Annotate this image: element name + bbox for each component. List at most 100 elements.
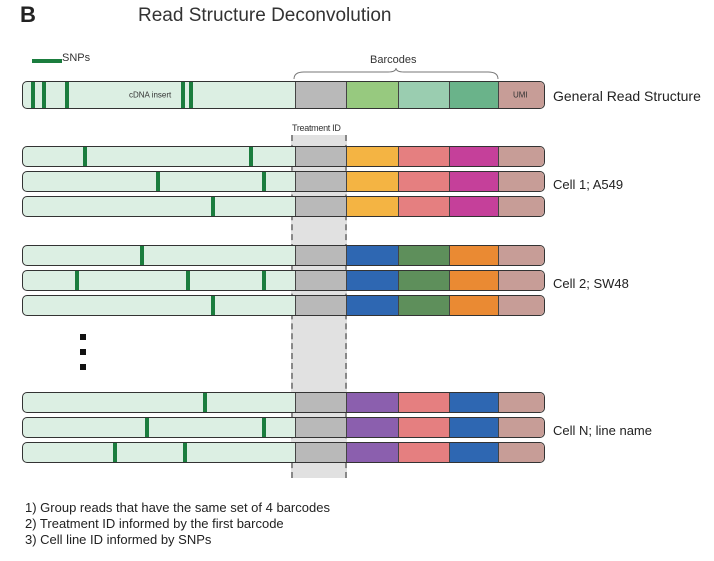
treatment-barcode-segment: [295, 296, 346, 315]
cell-read-bar: [22, 196, 545, 217]
barcode-segment: [398, 82, 449, 108]
snp-marker: [139, 246, 144, 265]
umi-segment: [498, 147, 544, 166]
barcode-segment: [346, 443, 398, 462]
umi-segment: UMI: [498, 82, 544, 108]
snp-marker: [210, 296, 215, 315]
snp-marker: [180, 82, 185, 108]
snp-marker: [183, 443, 188, 462]
barcode-segment: [346, 147, 398, 166]
snp-legend-label: SNPs: [62, 52, 91, 64]
treatment-barcode-segment: [295, 443, 346, 462]
barcode-segment: [398, 443, 449, 462]
snp-marker: [262, 271, 267, 290]
cell-read-bar: [22, 245, 545, 266]
barcode-segment: [398, 197, 449, 216]
barcode-segment: [398, 393, 449, 412]
barcode-segment: [346, 172, 398, 191]
treatment-barcode-segment: [295, 197, 346, 216]
note-item: 2) Treatment ID informed by the first ba…: [25, 516, 284, 531]
barcode-segment: [398, 271, 449, 290]
snp-marker: [42, 82, 47, 108]
umi-segment: [498, 296, 544, 315]
cell-read-bar: [22, 171, 545, 192]
snp-marker: [74, 271, 79, 290]
snp-marker: [31, 82, 36, 108]
cell-read-bar: [22, 417, 545, 438]
barcode-segment: [346, 197, 398, 216]
barcode-segment: [398, 418, 449, 437]
barcode-segment: [449, 418, 498, 437]
umi-segment: [498, 418, 544, 437]
treatment-barcode-segment: [295, 271, 346, 290]
barcode-segment: [346, 246, 398, 265]
cell-read-bar: [22, 392, 545, 413]
cell-read-bar: [22, 146, 545, 167]
barcode-segment: [398, 246, 449, 265]
umi-segment: [498, 271, 544, 290]
umi-segment: [498, 172, 544, 191]
panel-letter: B: [20, 2, 36, 27]
treatment-barcode-segment: [295, 246, 346, 265]
cell-group-label: Cell N; line name: [553, 423, 652, 438]
cell-read-bar: [22, 442, 545, 463]
treatment-barcode-segment: [295, 82, 346, 108]
snp-marker: [248, 147, 253, 166]
barcode-segment: [346, 393, 398, 412]
snp-marker: [188, 82, 193, 108]
snp-marker: [262, 172, 267, 191]
cell-group-label: Cell 2; SW48: [553, 276, 629, 291]
barcode-segment: [449, 271, 498, 290]
barcode-segment: [398, 147, 449, 166]
barcode-segment: [449, 197, 498, 216]
ellipsis-dot: [80, 364, 86, 370]
figure-title: Read Structure Deconvolution: [138, 5, 392, 26]
cell-read-bar: [22, 270, 545, 291]
snp-marker: [65, 82, 70, 108]
general-read-bar: cDNA insert UMI: [22, 81, 545, 109]
barcode-segment: [398, 296, 449, 315]
barcode-segment: [449, 82, 498, 108]
barcodes-label: Barcodes: [370, 54, 417, 66]
snp-marker: [112, 443, 117, 462]
barcode-segment: [449, 147, 498, 166]
barcode-segment: [449, 246, 498, 265]
snp-legend-swatch: [32, 59, 62, 63]
barcode-segment: [398, 172, 449, 191]
ellipsis-dot: [80, 334, 86, 340]
barcode-segment: [346, 418, 398, 437]
snp-marker: [82, 147, 87, 166]
barcode-segment: [346, 296, 398, 315]
cell-group-label: Cell 1; A549: [553, 177, 624, 192]
barcode-segment: [346, 271, 398, 290]
snp-marker: [262, 418, 267, 437]
barcodes-brace: [293, 68, 499, 80]
umi-segment: [498, 246, 544, 265]
treatment-id-label: Treatment ID: [292, 123, 341, 133]
umi-segment: [498, 197, 544, 216]
umi-segment: [498, 443, 544, 462]
barcode-segment: [449, 172, 498, 191]
barcode-segment: [449, 443, 498, 462]
cdna-insert-label: cDNA insert: [129, 90, 172, 100]
barcode-segment: [346, 82, 398, 108]
treatment-barcode-segment: [295, 172, 346, 191]
snp-marker: [210, 197, 215, 216]
snp-marker: [156, 172, 161, 191]
barcode-segment: [449, 296, 498, 315]
snp-marker: [145, 418, 150, 437]
snp-marker: [202, 393, 207, 412]
treatment-barcode-segment: [295, 393, 346, 412]
umi-segment: [498, 393, 544, 412]
ellipsis-dot: [80, 349, 86, 355]
treatment-barcode-segment: [295, 147, 346, 166]
note-item: 3) Cell line ID informed by SNPs: [25, 532, 212, 547]
cell-read-bar: [22, 295, 545, 316]
general-read-label: General Read Structure: [553, 88, 701, 104]
barcode-segment: [449, 393, 498, 412]
notes-list: 1) Group reads that have the same set of…: [25, 500, 330, 548]
snp-marker: [186, 271, 191, 290]
note-item: 1) Group reads that have the same set of…: [25, 500, 330, 515]
umi-label: UMI: [513, 90, 528, 100]
treatment-barcode-segment: [295, 418, 346, 437]
